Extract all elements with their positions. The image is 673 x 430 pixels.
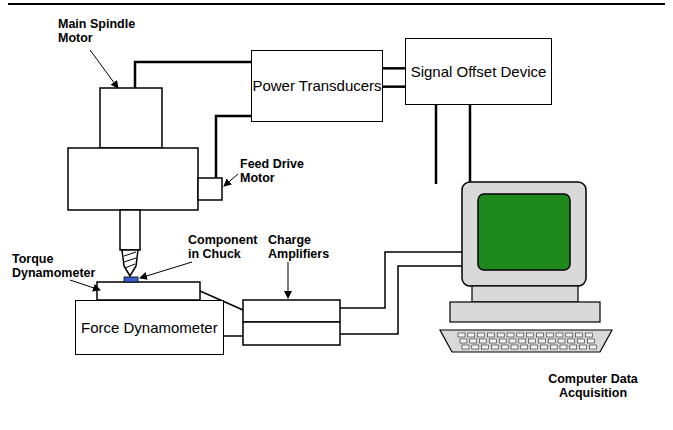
signal-wire bbox=[383, 67, 405, 70]
box-text: Signal Offset Device bbox=[411, 63, 547, 81]
part-label: Charge Amplifiers bbox=[268, 233, 348, 262]
box-text: Power Transducers bbox=[252, 77, 381, 95]
part-label: Main Spindle Motor bbox=[58, 17, 158, 46]
part-label: Component in Chuck bbox=[188, 233, 268, 262]
part-label: Computer Data Acquisition bbox=[528, 372, 658, 401]
box-text: Force Dynamometer bbox=[81, 319, 218, 337]
signal-wire bbox=[383, 85, 405, 88]
process-box: Power Transducers bbox=[251, 50, 383, 122]
part-label: Torque Dynamometer bbox=[12, 252, 112, 281]
process-box: Signal Offset Device bbox=[405, 38, 552, 105]
part-label: Feed Drive Motor bbox=[240, 157, 330, 186]
dynamometer-box: Force Dynamometer bbox=[75, 300, 224, 355]
